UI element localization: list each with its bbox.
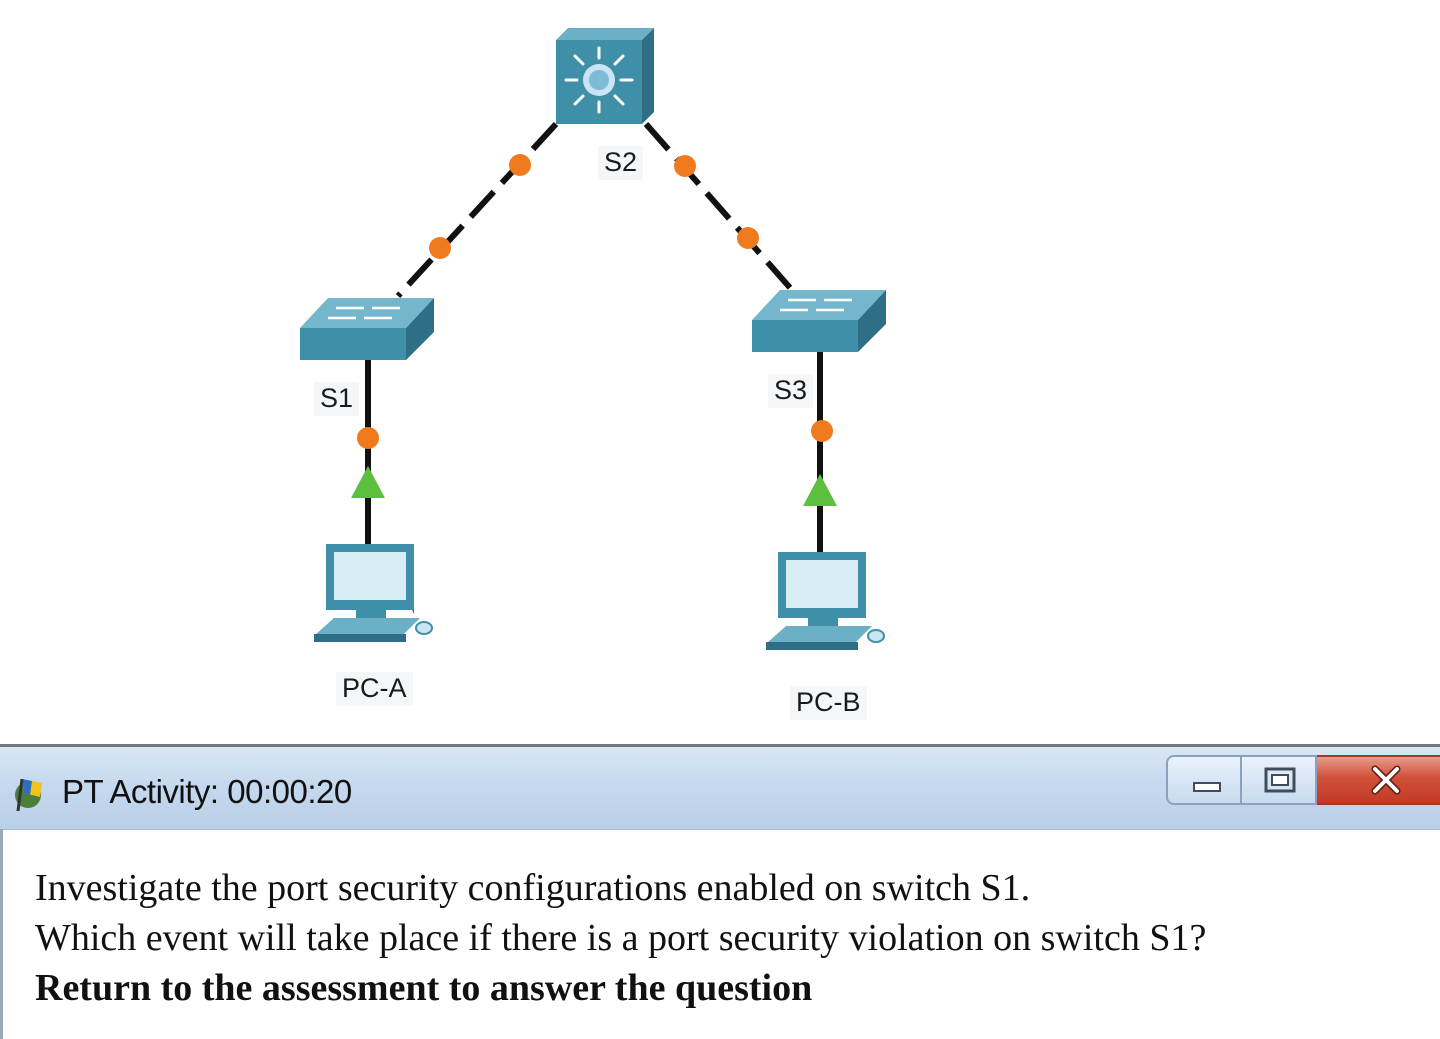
link-s3-pcb[interactable] [803, 352, 837, 554]
instruction-line-2: Which event will take place if there is … [35, 917, 1207, 959]
link-status-dot [674, 155, 696, 177]
link-status-dot [429, 237, 451, 259]
link-s1-pca[interactable] [351, 360, 385, 548]
return-to-assessment-text: Return to the assessment to answer the q… [35, 967, 813, 1009]
link-status-dot [737, 227, 759, 249]
link-status-dot [811, 420, 833, 442]
instructions-panel: Investigate the port security configurat… [0, 829, 1440, 1039]
link-s2-s3[interactable] [643, 122, 795, 292]
switch-s1-icon[interactable] [300, 298, 434, 360]
close-icon [1371, 765, 1401, 795]
minimize-button[interactable] [1166, 755, 1242, 805]
window-title: PT Activity: 00:00:20 [62, 773, 352, 810]
device-label-pc-a: PC-A [336, 672, 413, 706]
maximize-button[interactable] [1241, 755, 1317, 805]
link-status-triangle [803, 474, 837, 506]
network-topology-canvas [300, 28, 886, 650]
device-label-s1: S1 [314, 382, 360, 416]
link-status-dot [357, 427, 379, 449]
link-status-dot [509, 154, 531, 176]
link-status-triangle [351, 466, 385, 498]
close-button[interactable] [1316, 755, 1440, 805]
pt-activity-window: PT Activity: 00:00:20 [0, 744, 1440, 1039]
packet-tracer-activity-icon [15, 778, 42, 812]
window-controls [1166, 755, 1440, 805]
pc-a-icon[interactable] [314, 544, 433, 642]
multilayer-switch-s2-icon[interactable] [556, 28, 654, 124]
instruction-line-1: Investigate the port security configurat… [35, 867, 1031, 909]
link-s2-s1[interactable] [395, 121, 559, 299]
minimize-icon [1193, 782, 1221, 792]
pc-b-icon[interactable] [766, 552, 885, 650]
switch-s3-icon[interactable] [752, 290, 886, 352]
window-titlebar[interactable]: PT Activity: 00:00:20 [0, 747, 1440, 830]
maximize-icon [1264, 767, 1295, 793]
device-label-s2: S2 [598, 146, 644, 180]
device-label-pc-b: PC-B [790, 686, 867, 720]
device-label-s3: S3 [768, 374, 814, 408]
